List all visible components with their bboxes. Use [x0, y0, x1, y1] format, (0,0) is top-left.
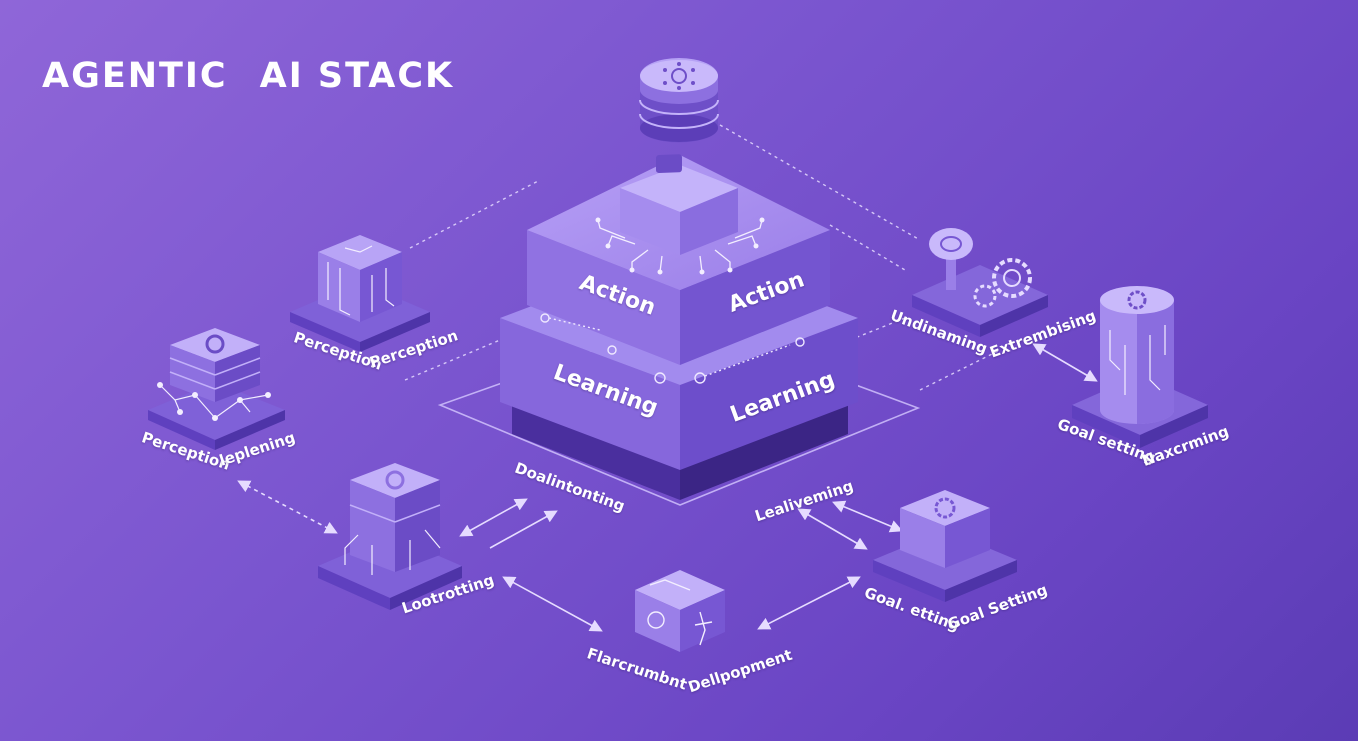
gear-lever-icon [912, 228, 1048, 337]
chip-icon [595, 154, 765, 275]
arrow-connectors [237, 343, 1098, 632]
title-word-agentic: AGENTIC [42, 56, 228, 96]
robot-hand-icon [635, 570, 725, 652]
gear-network-icon [148, 328, 285, 450]
action-layer-left [527, 230, 680, 365]
page-title: AGENTIC AI STACK [42, 56, 486, 96]
learning-layer-right [680, 318, 858, 470]
learning-layer-left [500, 318, 680, 470]
action-layer-right [680, 230, 830, 365]
title-word-ai-stack: AI STACK [259, 56, 455, 96]
database-icon [639, 58, 719, 143]
gear-circuit-icon [318, 463, 462, 610]
perception-block-icon [290, 235, 430, 352]
cylinder-gear-icon [1072, 286, 1208, 448]
gear-box-icon [873, 490, 1017, 602]
dotted-connectors [404, 124, 1001, 391]
central-stack [500, 154, 858, 500]
